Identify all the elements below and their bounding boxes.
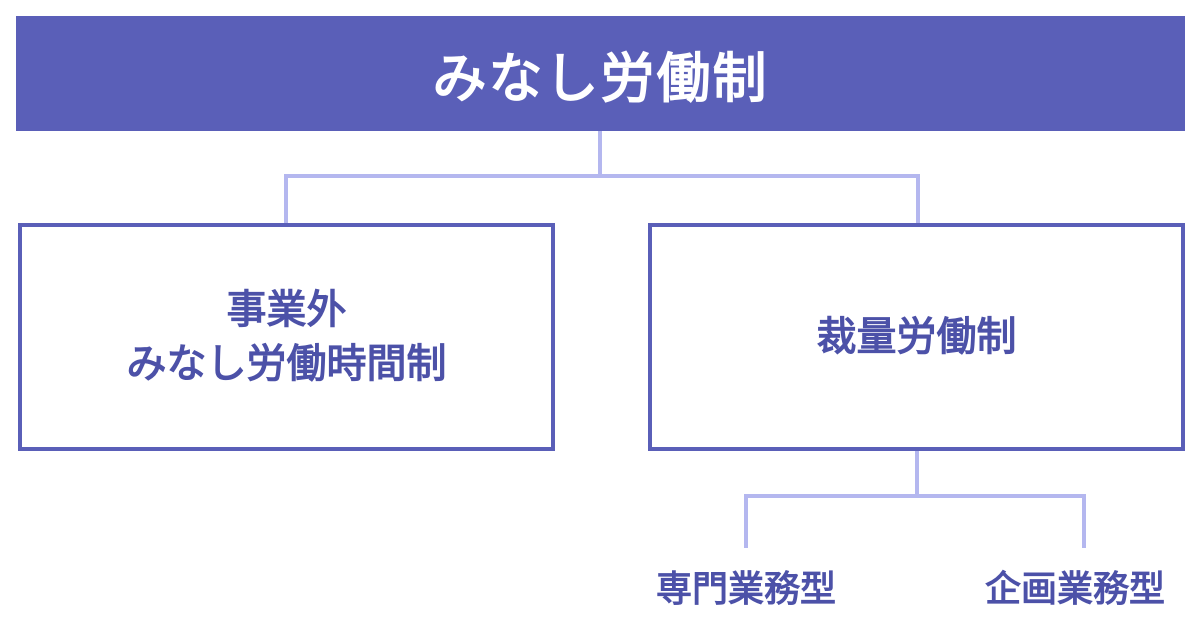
leaf-planning-type: 企画業務型 [984, 569, 1165, 610]
connector-discretionary-to-subtypes [744, 451, 1086, 548]
root-node-label: みなし労働制 [432, 47, 769, 110]
node-outside-work-label-line2: みなし労働時間制 [126, 341, 447, 387]
root-node: みなし労働制 [16, 16, 1185, 131]
node-outside-work-label-line1: 事業外 [226, 287, 347, 333]
node-discretionary-labor: 裁量労働制 [648, 223, 1185, 451]
connector-root-to-children [284, 131, 920, 223]
leaf-professional-type: 専門業務型 [655, 569, 836, 610]
node-outside-work-deemed-hours: 事業外 みなし労働時間制 [18, 223, 555, 451]
node-discretionary-label: 裁量労働制 [816, 314, 1017, 360]
